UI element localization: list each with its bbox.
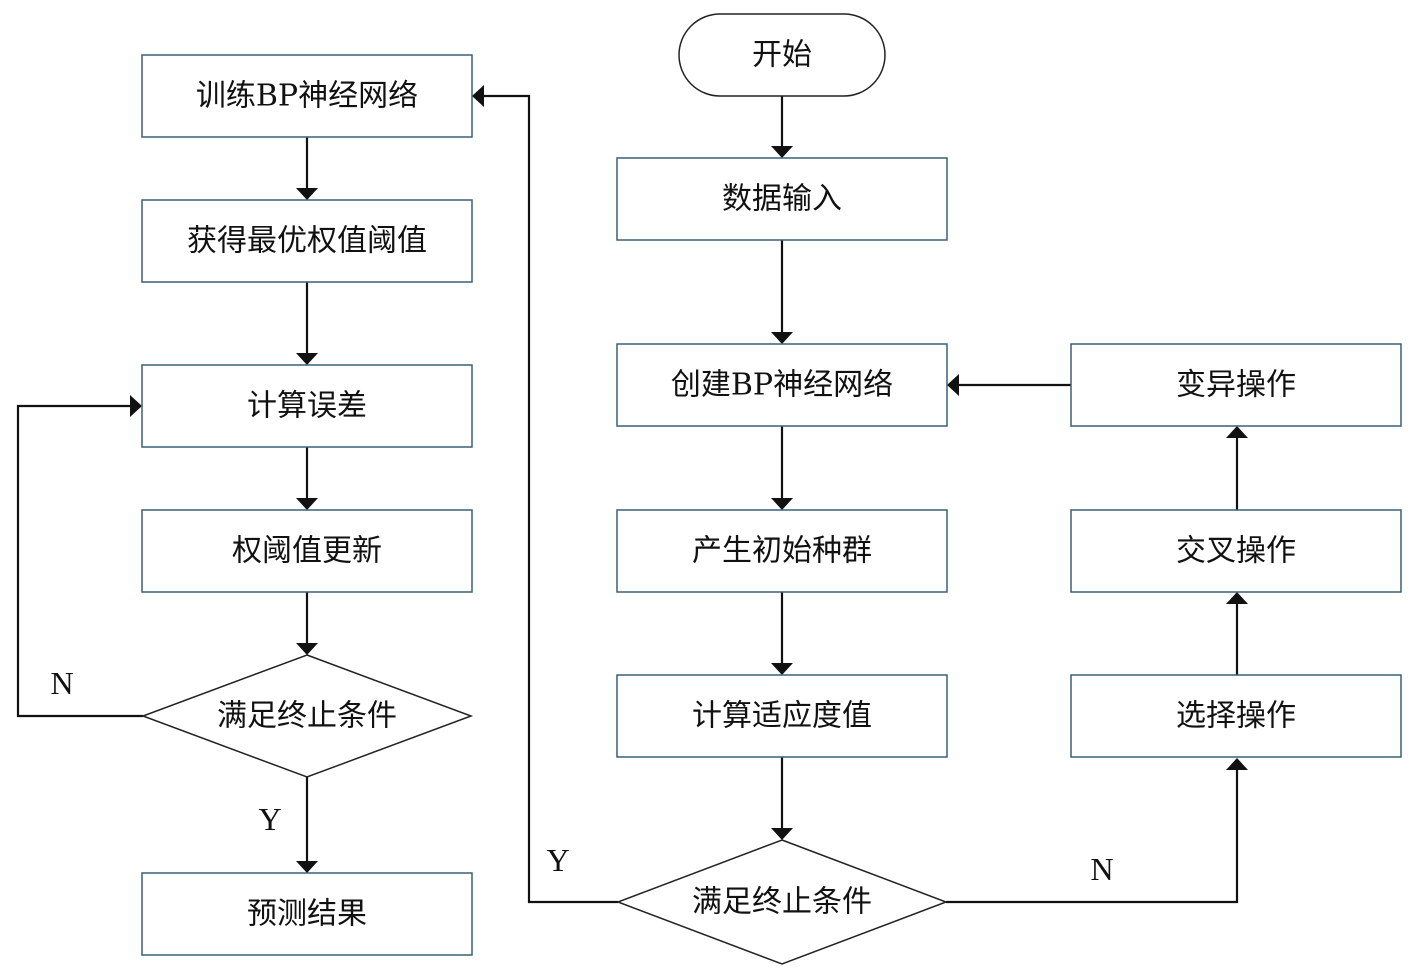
ga-condition-label: 满足终止条件 [692, 885, 872, 920]
ga-condition-diamond [615, 839, 949, 965]
bp-condition-label: 满足终止条件 [217, 699, 397, 734]
node-data-input: 数据输入 [616, 157, 948, 241]
node-start: 开始 [678, 13, 886, 97]
arrowhead [296, 861, 318, 873]
bp-condition-diamond [140, 654, 474, 778]
node-optimal-weights: 获得最优权值阈值 [141, 199, 473, 283]
calc-fitness-box [616, 674, 948, 758]
arrowhead [472, 85, 484, 107]
arrowhead [771, 332, 793, 344]
create-bp-box [616, 343, 948, 427]
data-input-label: 数据输入 [722, 182, 842, 217]
init-population-label: 产生初始种群 [692, 534, 872, 569]
selection-label: 选择操作 [1176, 699, 1296, 734]
selection-box [1070, 674, 1402, 758]
node-update-weights: 权阈值更新 [141, 509, 473, 593]
arrowhead [1226, 592, 1248, 604]
arrowhead [771, 146, 793, 158]
node-create-bp: 创建BP神经网络 [616, 343, 948, 427]
result-box [141, 872, 473, 956]
arrowhead [296, 643, 318, 655]
edge-bp-no-to-error [16, 404, 143, 718]
arrowhead [771, 663, 793, 675]
calc-error-box [141, 364, 473, 448]
crossover-box [1070, 509, 1402, 593]
arrowhead [771, 498, 793, 510]
train-bp-box [141, 54, 473, 138]
mutation-label: 变异操作 [1176, 368, 1296, 403]
update-weights-box [141, 509, 473, 593]
train-bp-label: 训练BP神经网络 [196, 79, 418, 114]
arrowhead [1226, 426, 1248, 438]
arrowhead [947, 374, 959, 396]
optimal-weights-label: 获得最优权值阈值 [187, 224, 427, 259]
bp-yes-label: Y [258, 801, 281, 837]
node-crossover: 交叉操作 [1070, 509, 1402, 593]
arrowhead [296, 353, 318, 365]
bp-no-label: N [50, 665, 73, 701]
start-label: 开始 [752, 38, 812, 73]
node-bp-condition: 满足终止条件 [140, 654, 474, 778]
node-result: 预测结果 [141, 872, 473, 956]
calc-fitness-label: 计算适应度值 [692, 699, 872, 734]
ga-yes-label: Y [546, 842, 569, 878]
arrowhead [771, 828, 793, 840]
mutation-box [1070, 343, 1402, 427]
arrowhead [296, 188, 318, 200]
create-bp-label: 创建BP神经网络 [671, 368, 893, 403]
ga-no-label: N [1090, 851, 1113, 887]
edge-ga-no-to-selection [946, 770, 1239, 904]
node-selection: 选择操作 [1070, 674, 1402, 758]
optimal-weights-box [141, 199, 473, 283]
arrowhead [130, 395, 142, 417]
node-calc-error: 计算误差 [141, 364, 473, 448]
edge-ga-yes-to-train [484, 94, 618, 904]
node-ga-condition: 满足终止条件 [615, 839, 949, 965]
result-label: 预测结果 [247, 897, 367, 932]
node-init-population: 产生初始种群 [616, 509, 948, 593]
node-calc-fitness: 计算适应度值 [616, 674, 948, 758]
arrowhead [296, 498, 318, 510]
start-terminal-shape [678, 13, 886, 97]
node-train-bp: 训练BP神经网络 [141, 54, 473, 138]
init-population-box [616, 509, 948, 593]
arrowhead [1226, 758, 1248, 770]
calc-error-label: 计算误差 [247, 389, 367, 424]
crossover-label: 交叉操作 [1176, 534, 1296, 569]
data-input-box [616, 157, 948, 241]
node-mutation: 变异操作 [1070, 343, 1402, 427]
connectors [16, 85, 1248, 904]
update-weights-label: 权阈值更新 [232, 534, 382, 569]
